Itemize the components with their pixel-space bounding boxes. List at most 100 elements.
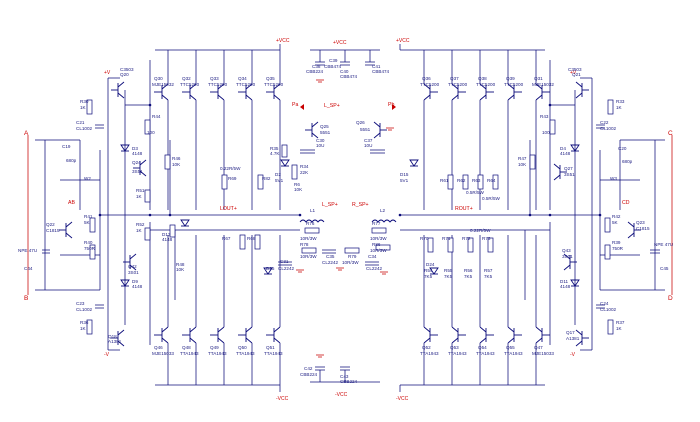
q46-part: MJE15033 <box>152 351 174 356</box>
r37-val: 1K <box>616 326 623 331</box>
q50-ref: Q50 <box>238 345 247 350</box>
r51-val: 1K <box>136 194 143 199</box>
net-pb: Pb <box>388 102 394 108</box>
q23-part: C1815 <box>636 226 650 231</box>
rail-neg-vcc-right: -VCC <box>396 396 409 402</box>
q53-part: TTA1943 <box>448 351 467 356</box>
r56-ref: R56 <box>464 268 473 273</box>
q38-part: TTC5200 <box>476 82 496 87</box>
r73-ref: R73 <box>482 236 491 241</box>
r42-ref: R42 <box>612 214 621 219</box>
c20-val: 680p <box>622 159 633 164</box>
q51-transistor <box>266 326 281 344</box>
q51-ref: Q51 <box>266 345 275 350</box>
c40-ref: C40 <box>340 69 349 74</box>
q52-ref: Q52 <box>422 345 431 350</box>
net-right-out: ROUT+ <box>455 206 473 212</box>
r33-ref: R33 <box>616 99 625 104</box>
q22-part: C1815 <box>46 228 60 233</box>
r44-ref: R44 <box>152 114 161 119</box>
r55-val: 7K5 <box>444 274 453 279</box>
q27-ref: Q27 <box>564 166 573 171</box>
net-edge-d: D <box>668 295 673 302</box>
c38-ref: C38 <box>312 64 321 69</box>
c23-ref: C23 <box>76 301 85 306</box>
net-right-sp: R_SP+ <box>352 202 369 208</box>
l1-ref: L1 <box>310 208 316 213</box>
q22-transistor: Q22 C1815 <box>46 221 73 239</box>
q20-ref: Q20 <box>120 72 129 77</box>
q22-ref: Q22 <box>46 222 55 227</box>
rail-neg-vcc-left: -VCC <box>276 396 289 402</box>
junction-dots <box>98 103 602 217</box>
r36-ref: R36 <box>80 320 89 325</box>
q20-transistor: Q20 C3503 <box>111 67 134 99</box>
q24-part: 3S51 <box>132 169 143 174</box>
q33-ref: Q33 <box>210 76 219 81</box>
c34-ref: C34 <box>368 254 377 259</box>
c39-val: CBB474 <box>324 64 342 69</box>
d2-ref: D2 <box>275 172 281 177</box>
q35-transistor <box>266 83 281 101</box>
q33-part: TTC5200 <box>208 82 228 87</box>
q21-part: C3503 <box>568 67 582 72</box>
right-top-output-row: Q36TTC5200Q37TTC5200Q38TTC5200Q39TTC5200… <box>420 50 554 210</box>
q50-part: TTA1943 <box>236 351 255 356</box>
r78-ref: R78 <box>300 242 309 247</box>
d9-val: 4148 <box>132 284 143 289</box>
d24-ref: D24 <box>426 262 435 267</box>
net-edge-b: B <box>24 295 28 302</box>
c37-val: 10U <box>364 143 372 148</box>
r68-ref: R68 <box>247 236 256 241</box>
q47-transistor <box>535 326 550 344</box>
q49-ref: Q49 <box>210 345 219 350</box>
q38-transistor <box>479 83 494 101</box>
c24-ref: C24 <box>600 301 609 306</box>
r56-val: 7K5 <box>464 274 473 279</box>
c21-ref: C21 <box>76 120 85 125</box>
q55-transistor <box>507 326 522 344</box>
q23-transistor <box>627 221 641 239</box>
rail-pos-v-left: +V <box>104 70 111 76</box>
q30-transistor <box>154 83 169 101</box>
q34-part: TTC5200 <box>236 82 256 87</box>
net-edge-c: C <box>668 130 673 137</box>
r41-ref: R41 <box>84 214 93 219</box>
c20-ref: C20 <box>618 146 627 151</box>
r51-ref: R51 <box>136 188 145 193</box>
r36-val: 1K <box>80 326 87 331</box>
net-ab: AB <box>68 200 75 206</box>
c45-ref: C45 <box>660 266 669 271</box>
c19-ref: C19 <box>62 144 71 149</box>
q24-transistor: Q24 3S51 <box>132 159 147 177</box>
q36-ref: Q36 <box>422 76 431 81</box>
r34-ref: R34 <box>300 164 309 169</box>
q21-ref: Q21 <box>572 72 581 77</box>
q38-ref: Q38 <box>478 76 487 81</box>
r39-ref: R39 <box>612 240 621 245</box>
rail-labels: +VCC +VCC +VCC -VCC -VCC -VCC +V +V -V -… <box>104 38 577 402</box>
q47-ref: Q47 <box>534 345 543 350</box>
r66-val: 0.22R/5W <box>220 166 241 171</box>
c35-val: CL2242 <box>322 260 339 265</box>
rail-pos-v-right: +V <box>570 70 577 76</box>
r63-ref: R63 <box>472 178 481 183</box>
r35-val: 4.7K <box>270 151 280 156</box>
q31-ref: Q31 <box>534 76 543 81</box>
q34-ref: Q34 <box>238 76 247 81</box>
net-labels: LOUT+ ROUT+ L_SP+ R_SP+ L_SP+ A B C D AB… <box>24 102 673 302</box>
d15-ref: D15 <box>400 172 409 177</box>
q35-part: TTC5200 <box>264 82 284 87</box>
r34-val: 22K <box>300 170 309 175</box>
c43-val: CBB224 <box>340 379 358 384</box>
d15-val: 5V1 <box>400 178 409 183</box>
d2-val: 5V1 <box>275 178 284 183</box>
r6-ref: R6 <box>294 182 300 187</box>
q50-transistor <box>238 326 253 344</box>
r30-ref: R30 <box>80 99 89 104</box>
q18-transistor: Q18 A1381 <box>108 329 125 347</box>
r76-ref: R76 <box>306 221 315 226</box>
c22-val: CL1002 <box>600 126 617 131</box>
r33-val: 1K <box>616 105 623 110</box>
r40-ref: R40 <box>84 240 93 245</box>
